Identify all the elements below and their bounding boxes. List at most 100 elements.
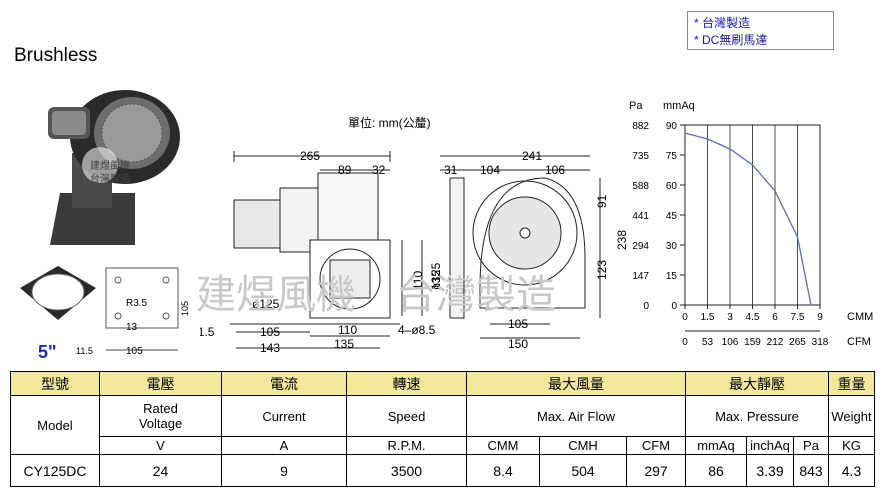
x-tick-label-cfm: 265 — [789, 337, 806, 348]
x-tick-label-cfm: 212 — [767, 337, 784, 348]
dim-135-h: 135 — [334, 337, 354, 351]
y-tick-label-mmaq: 30 — [666, 241, 678, 252]
dim-241: 241 — [522, 149, 542, 163]
hdr-airflow-en: Max. Air Flow — [466, 395, 686, 437]
dim-89: 89 — [338, 163, 352, 177]
dim-32: 32 — [372, 163, 386, 177]
hdr-voltage-zh: 電壓 — [99, 371, 222, 396]
hdr-speed-en: Speed — [346, 395, 467, 437]
hdr-model-zh: 型號 — [10, 371, 100, 396]
x-tick-label-cmm: 6 — [772, 312, 778, 323]
page-title: Brushless — [14, 45, 98, 66]
dim-265: 265 — [300, 149, 320, 163]
hdr-model-en: Model — [10, 395, 100, 455]
dim-holes: 4–ø8.5 — [398, 323, 436, 337]
dim-135-v: 135 — [429, 270, 443, 290]
dim-106: 106 — [545, 163, 565, 177]
y-tick-label-mmaq: 0 — [671, 301, 677, 312]
x-tick-label-cmm: 1.5 — [701, 312, 715, 323]
dim-104: 104 — [480, 163, 500, 177]
cell-current: 9 — [221, 454, 347, 487]
dim-front-105: 105 — [508, 317, 528, 331]
cell-model: CY125DC — [10, 454, 100, 487]
table-row: CY125DC 24 9 3500 8.4 504 297 86 3.39 84… — [10, 454, 875, 487]
x-tick-label-cfm: 106 — [722, 337, 739, 348]
x-tick-label-cfm: 159 — [744, 337, 761, 348]
unit-v: V — [99, 436, 222, 455]
cell-pa: 843 — [793, 454, 829, 487]
cell-cmh: 504 — [539, 454, 627, 487]
bracket-dim-h: 105 — [180, 301, 190, 316]
bracket-dim-115: 11.5 — [76, 346, 93, 356]
y-tick-label-mmaq: 75 — [666, 151, 678, 162]
hdr-pressure-en: Max. Pressure — [685, 395, 829, 437]
data-point — [684, 132, 686, 134]
unit-inchaq: inchAq — [746, 436, 794, 455]
performance-chart: Pa mmAq 001.55331064.515962127.526593189… — [629, 100, 873, 348]
note-made-in-taiwan: * 台灣製造 — [694, 16, 751, 30]
unit-mmaq: mmAq — [685, 436, 747, 455]
notes-box: * 台灣製造 * DC無刷馬達 — [687, 11, 834, 50]
data-point — [810, 304, 812, 306]
dim-front-150: 150 — [508, 337, 528, 351]
front-view-drawing: 241 31 104 106 91 238 123 ø125 105 150 — [429, 149, 629, 351]
logo-circle — [82, 147, 118, 183]
data-point — [729, 148, 731, 150]
watermark: 建煜風機 台灣製造 — [196, 273, 556, 317]
cell-cfm: 297 — [626, 454, 686, 487]
x-tick-label-cfm: 318 — [812, 337, 829, 348]
cell-speed: 3500 — [346, 454, 467, 487]
x-tick-label-cmm: 0 — [682, 312, 688, 323]
data-point — [751, 164, 754, 166]
y-tick-label-mmaq: 15 — [666, 271, 678, 282]
y-axis-label-mmaq: mmAq — [663, 100, 695, 112]
y-tick-label-pa: 0 — [643, 301, 649, 312]
unit-a: A — [221, 436, 347, 455]
unit-cmh: CMH — [539, 436, 627, 455]
spec-table: 型號 電壓 電流 轉速 最大風量 最大靜壓 重量 Model Rated Vol… — [10, 371, 875, 487]
x-tick-label-cmm: 9 — [817, 312, 823, 323]
y-tick-label-mmaq: 45 — [666, 211, 678, 222]
data-point — [774, 190, 776, 192]
x-tick-label-cmm: 3 — [727, 312, 733, 323]
dim-238: 238 — [615, 230, 629, 250]
hdr-pressure-zh: 最大靜壓 — [685, 371, 829, 396]
dim-123: 123 — [595, 260, 609, 280]
cell-cmm: 8.4 — [466, 454, 540, 487]
note-dc-brushless: * DC無刷馬達 — [694, 33, 768, 47]
dim-110-h: 110 — [338, 323, 357, 337]
y-tick-label-mmaq: 60 — [666, 181, 678, 192]
logo-text-2: 台灣製造 — [90, 172, 130, 185]
hdr-current-en: Current — [221, 395, 347, 437]
x-tick-label-cmm: 7.5 — [791, 312, 805, 323]
data-point — [706, 138, 709, 140]
size-label: 5" — [38, 342, 57, 362]
hdr-weight-en: Weight — [828, 395, 875, 437]
y-tick-label-pa: 294 — [632, 241, 649, 252]
y-axis-label-pa: Pa — [629, 100, 643, 112]
bracket-dim-w: 105 — [126, 346, 143, 357]
dim-110-v: 110 — [411, 271, 425, 290]
cell-weight: 4.3 — [828, 454, 875, 487]
unit-pa: Pa — [793, 436, 829, 455]
y-tick-label-pa: 882 — [632, 121, 649, 132]
unit-cmm: CMM — [466, 436, 540, 455]
data-point — [796, 236, 799, 238]
y-tick-label-pa: 441 — [632, 211, 649, 222]
dim-143: 143 — [260, 341, 280, 355]
hdr-speed-zh: 轉速 — [346, 371, 467, 396]
y-tick-label-mmaq: 90 — [666, 121, 678, 132]
hdr-current-zh: 電流 — [221, 371, 347, 396]
dim-115: 11.5 — [200, 325, 215, 339]
unit-rpm: R.P.M. — [346, 436, 467, 455]
bracket-dim-13: 13 — [126, 322, 138, 333]
unit-cfm: CFM — [626, 436, 686, 455]
side-view-drawing: 265 89 32 110 135 ø125 105 11.5 143 110 … — [200, 149, 443, 355]
dim-31: 31 — [444, 163, 458, 177]
y-tick-label-pa: 735 — [632, 151, 649, 162]
units-row: V A R.P.M. CMM CMH CFM mmAq inchAq Pa KG — [11, 436, 875, 455]
hdr-airflow-zh: 最大風量 — [466, 371, 686, 396]
logo-text-1: 建煜風機 — [90, 159, 130, 172]
hdr-voltage-en: Rated Voltage — [99, 395, 222, 437]
x-axis-label-cfm: CFM — [847, 336, 871, 348]
